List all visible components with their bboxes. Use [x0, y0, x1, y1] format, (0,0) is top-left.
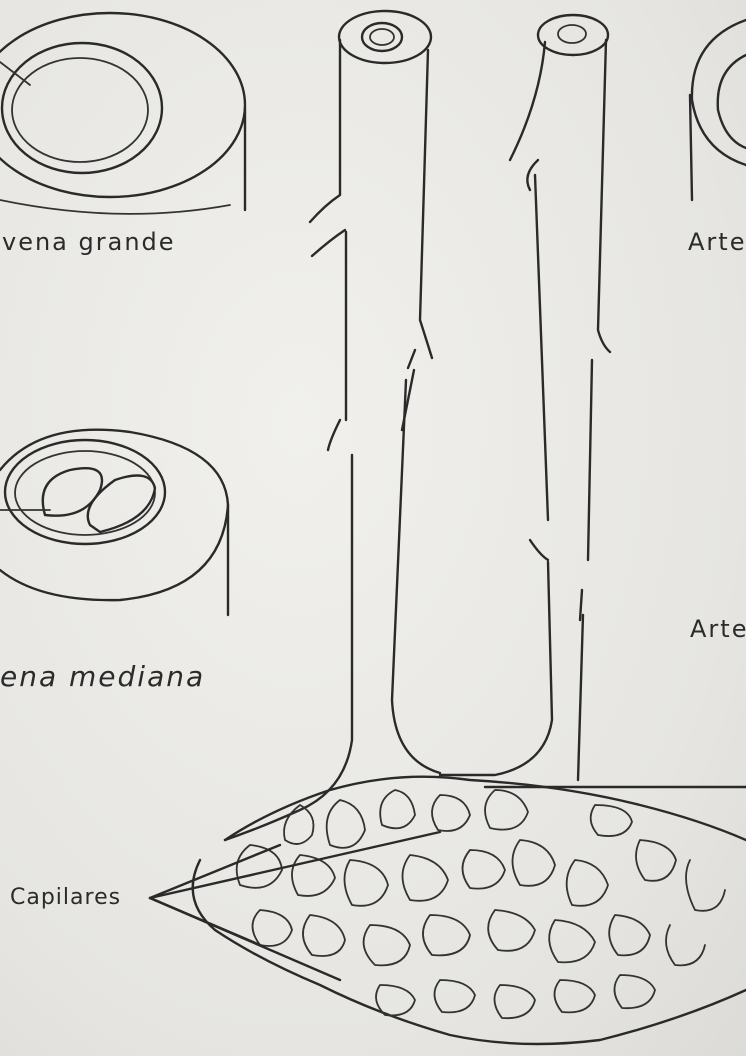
large-vein-cross-section — [0, 13, 245, 214]
capillaries-label: Capilares — [10, 885, 121, 910]
artery-cross-section — [690, 20, 746, 200]
vein-tube — [225, 11, 440, 840]
artery-label-top: Arte — [688, 228, 746, 256]
medium-vein-cross-section — [0, 430, 228, 615]
capillary-network — [193, 777, 746, 1044]
large-vein-label: vena grande — [2, 228, 176, 256]
artery-label-mid: Arte — [690, 615, 746, 643]
medium-vein-label: ena mediana — [0, 660, 205, 693]
capillaries-leader-lines — [150, 832, 440, 980]
artery-tube — [440, 15, 610, 780]
